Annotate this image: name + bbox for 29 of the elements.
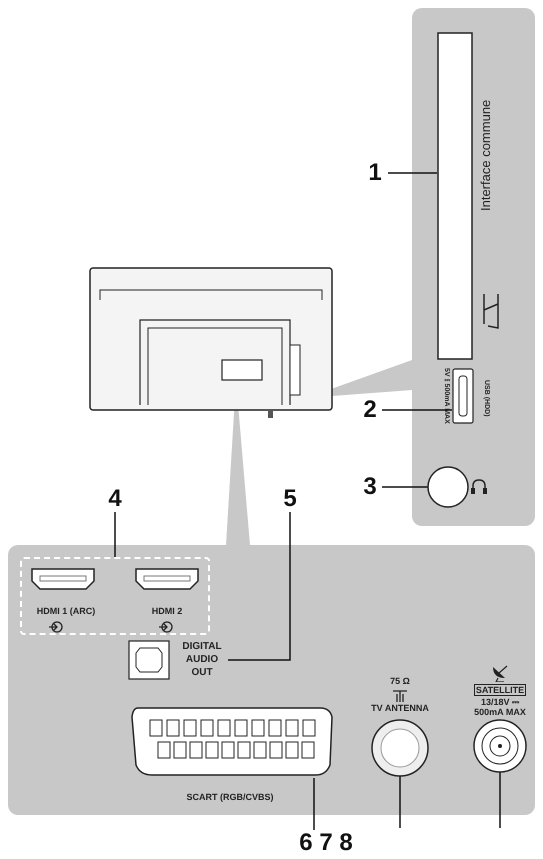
port-label: HDMI 1 (ARC) bbox=[36, 606, 96, 618]
leader-line bbox=[399, 776, 401, 828]
headphone-jack bbox=[426, 465, 470, 509]
antenna-socket bbox=[370, 718, 430, 778]
callout-number: 4 bbox=[103, 486, 127, 512]
callout-number: 5 bbox=[278, 486, 302, 512]
rating-label: 75 Ω bbox=[389, 676, 411, 688]
leader-line bbox=[388, 172, 437, 174]
card-slot bbox=[437, 32, 473, 360]
port-label: TV ANTENNA bbox=[370, 703, 430, 715]
leader-line bbox=[114, 512, 116, 557]
rating-label: 13/18V ⎓ 500mA MAX bbox=[473, 697, 527, 719]
port-group-frame bbox=[20, 557, 210, 635]
callout-number: 1 bbox=[362, 160, 388, 186]
leader-line bbox=[313, 778, 315, 830]
leader-line bbox=[382, 486, 428, 488]
usb-port bbox=[452, 368, 474, 424]
leader-line bbox=[499, 772, 501, 828]
port-label: SATELLITE bbox=[474, 684, 526, 696]
panel-text: Interface commune bbox=[477, 98, 494, 213]
leader-line bbox=[228, 512, 291, 661]
port-label: DIGITAL AUDIO OUT bbox=[176, 640, 228, 680]
satellite-socket bbox=[472, 718, 528, 774]
port-label: HDMI 2 bbox=[150, 606, 184, 618]
callout-number: 2 bbox=[358, 397, 382, 423]
callout-number: 6 7 8 bbox=[290, 830, 362, 856]
leader-line bbox=[382, 409, 452, 411]
callout-number: 3 bbox=[358, 474, 382, 500]
port-label: SCART (RGB/CVBS) bbox=[186, 792, 274, 804]
